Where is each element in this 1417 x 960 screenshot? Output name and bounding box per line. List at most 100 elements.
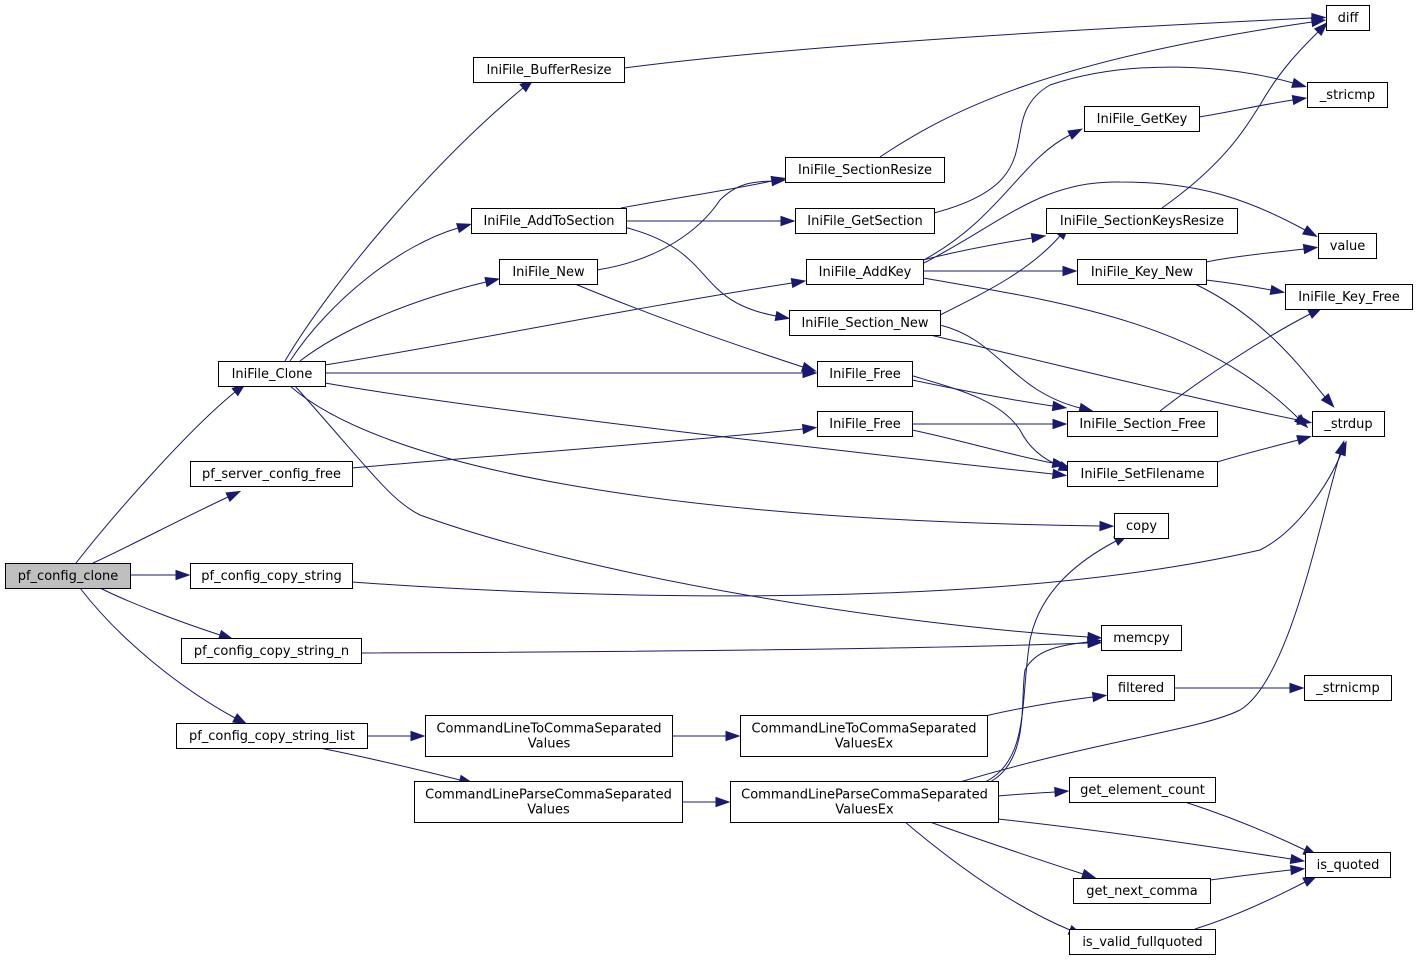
edge-line xyxy=(933,66,1294,214)
arrowhead xyxy=(1051,468,1068,480)
edge-commandlineparsecommaseparatedvaluesex-to-memcpy xyxy=(989,636,1103,783)
function-nodes: pf_config_clone IniFile_Clone pf_server_co… xyxy=(5,5,1413,955)
node-pf-server-config-free[interactable]: pf_server_config_free xyxy=(190,461,353,487)
node-box xyxy=(176,723,368,749)
node-inifile-sectionkeysresize[interactable]: IniFile_SectionKeysResize xyxy=(1046,208,1238,234)
edge-line xyxy=(99,587,221,636)
node--strnicmp[interactable]: _strnicmp xyxy=(1304,675,1392,701)
edge-line xyxy=(319,747,461,781)
arrowhead xyxy=(1291,94,1308,106)
node-get-next-comma[interactable]: get_next_comma xyxy=(1073,878,1211,904)
edge-get-next-comma-to-is-quoted xyxy=(1209,864,1306,881)
edge-line xyxy=(324,382,1054,475)
arrowhead xyxy=(1052,418,1068,430)
node-label: IniFile_Free xyxy=(829,367,901,382)
node-inifile-getkey[interactable]: IniFile_GetKey xyxy=(1084,106,1200,132)
node-label: is_quoted xyxy=(1317,858,1380,873)
edge-line xyxy=(620,180,773,209)
edge-line xyxy=(879,21,1313,158)
node-label: Values xyxy=(528,737,571,752)
edge-line xyxy=(79,587,236,719)
node-filtered[interactable]: filtered xyxy=(1107,675,1175,701)
node-inifile-section-free[interactable]: IniFile_Section_Free xyxy=(1067,411,1218,437)
node-box xyxy=(1069,777,1216,803)
node-copy[interactable]: copy xyxy=(1114,513,1169,539)
edge-inifile-sectionkeysresize-to-diff xyxy=(1161,21,1329,209)
node-label: pf_config_copy_string_list xyxy=(189,729,355,744)
node-is-valid-fullquoted[interactable]: is_valid_fullquoted xyxy=(1069,929,1216,955)
arrowhead xyxy=(1099,520,1115,532)
node-inifile-section-new[interactable]: IniFile_Section_New xyxy=(789,310,941,336)
node-box xyxy=(817,361,913,387)
node-pf-config-copy-string[interactable]: pf_config_copy_string xyxy=(190,563,353,589)
arrowhead xyxy=(1290,864,1306,876)
edge-inifile-clone-to-inifile-new xyxy=(299,277,501,362)
node-label: is_valid_fullquoted xyxy=(1082,935,1202,950)
node-inifile-new[interactable]: IniFile_New xyxy=(499,259,598,285)
edge-inifile-addkey-to-value xyxy=(919,181,1318,266)
node-label: IniFile_AddToSection xyxy=(483,214,614,229)
node-box xyxy=(190,563,353,589)
edge-inifile-section-free-to-inifile-key-free xyxy=(1159,307,1323,412)
node-label: pf_server_config_free xyxy=(202,467,341,482)
edge-commandlinetocommaseparatedvalues-to-commandlinetocommaseparatedvaluesex xyxy=(672,730,741,742)
node-inifile-setfilename[interactable]: IniFile_SetFilename xyxy=(1067,461,1218,487)
node-inifile-getsection[interactable]: IniFile_GetSection xyxy=(795,208,935,234)
edge-line xyxy=(289,385,1101,527)
node-get-element-count[interactable]: get_element_count xyxy=(1069,777,1216,803)
node-pf-config-copy-string-list[interactable]: pf_config_copy_string_list xyxy=(176,723,368,749)
node-is-quoted[interactable]: is_quoted xyxy=(1305,852,1391,878)
edge-line xyxy=(922,237,1033,261)
edge-inifile-new-to-inifile-free-1 xyxy=(574,283,817,372)
node--strdup[interactable]: _strdup xyxy=(1312,411,1385,437)
node-box xyxy=(1084,106,1200,132)
edge-inifile-sectionresize-to-diff xyxy=(879,16,1327,158)
edge-line xyxy=(997,791,1056,797)
node-inifile-addkey[interactable]: IniFile_AddKey xyxy=(806,259,924,285)
node-memcpy[interactable]: memcpy xyxy=(1101,625,1182,651)
node--stricmp[interactable]: _stricmp xyxy=(1307,82,1388,108)
node-pf-config-copy-string-n[interactable]: pf_config_copy_string_n xyxy=(181,638,362,664)
node-label: diff xyxy=(1338,11,1360,26)
node-label: filtered xyxy=(1118,681,1164,696)
edge-line xyxy=(911,379,1054,407)
edge-inifile-section-new-to-inifile-section-free xyxy=(939,324,1095,413)
node-inifile-addtosection[interactable]: IniFile_AddToSection xyxy=(471,208,627,234)
arrowhead xyxy=(410,730,426,742)
node-pf-config-clone[interactable]: pf_config_clone xyxy=(5,563,131,589)
edge-line xyxy=(619,225,777,317)
edge-line xyxy=(1216,439,1299,463)
node-inifile-free-1[interactable]: IniFile_Free xyxy=(817,361,913,387)
node-diff[interactable]: diff xyxy=(1326,5,1370,31)
node-inifile-free-2[interactable]: IniFile_Free xyxy=(817,411,913,437)
edge-inifile-clone-to-inifile-setfilename xyxy=(324,382,1068,480)
node-label: IniFile_SectionKeysResize xyxy=(1060,214,1224,229)
node-inifile-sectionresize[interactable]: IniFile_SectionResize xyxy=(785,157,945,183)
edge-line xyxy=(1205,279,1272,291)
node-label: CommandLineParseCommaSeparated xyxy=(425,788,672,803)
arrowhead xyxy=(1080,868,1097,879)
node-inifile-clone[interactable]: IniFile_Clone xyxy=(218,361,326,387)
node-inifile-key-new[interactable]: IniFile_Key_New xyxy=(1077,259,1207,285)
node-box xyxy=(414,781,683,823)
node-inifile-key-free[interactable]: IniFile_Key_Free xyxy=(1285,284,1413,310)
edge-commandlineparsecommaseparatedvaluesex-to-get-element-count xyxy=(997,786,1070,798)
node-box xyxy=(5,563,131,589)
edge-inifile-addtosection-to-inifile-section-new xyxy=(619,225,791,321)
arrowhead xyxy=(225,490,242,502)
node-label: CommandLineParseCommaSeparated xyxy=(741,788,988,803)
node-box xyxy=(1318,233,1377,259)
node-value[interactable]: value xyxy=(1318,233,1377,259)
node-inifile-bufferresize[interactable]: IniFile_BufferResize xyxy=(473,57,625,83)
edge-line xyxy=(294,385,1089,638)
arrowhead xyxy=(1320,393,1335,408)
arrowhead xyxy=(456,223,472,234)
node-label: IniFile_Section_Free xyxy=(1079,417,1205,432)
edge-line xyxy=(1194,283,1326,398)
node-label: IniFile_BufferResize xyxy=(486,63,611,78)
